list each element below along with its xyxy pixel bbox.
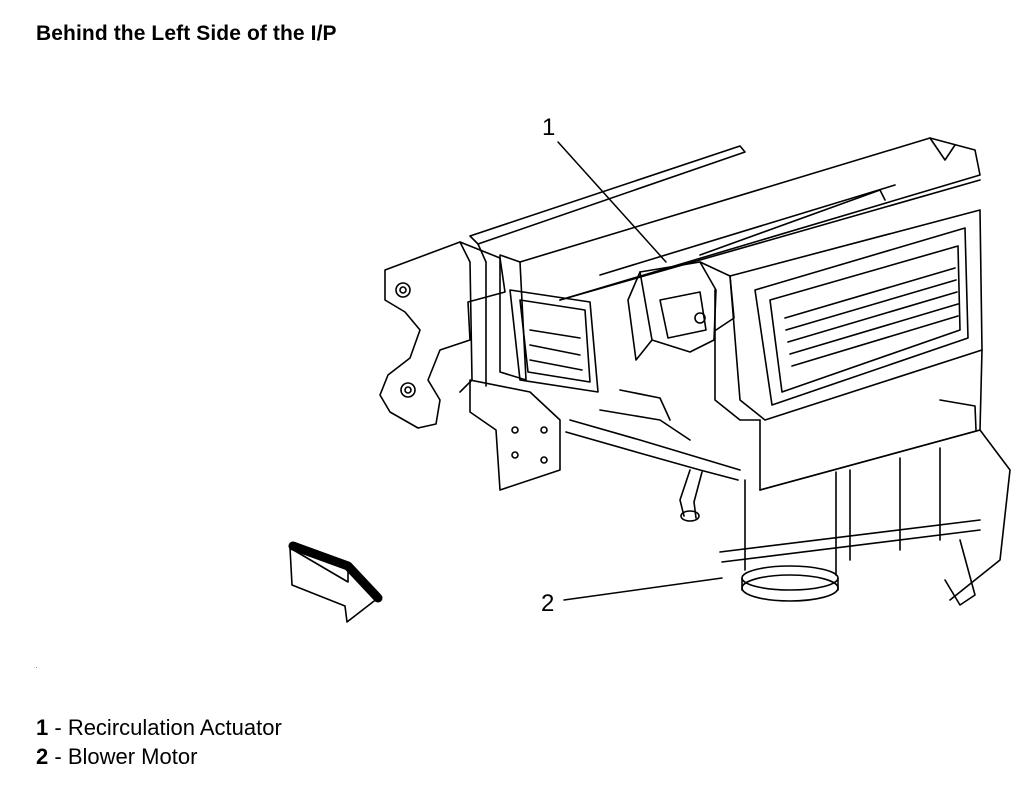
legend-item-1-label: Recirculation Actuator: [67, 715, 282, 740]
stray-mark: [36, 667, 37, 668]
legend-item-2-separator: -: [48, 744, 68, 769]
blower-motor: [719, 399, 1011, 606]
hvac-housing: [714, 209, 983, 491]
legend-item-1-number: 1: [36, 715, 49, 740]
cross-car-beam: [469, 137, 981, 301]
legend-item-2-label: Blower Motor: [67, 744, 198, 769]
wiring-harness: [565, 389, 741, 522]
leader-line-2: [563, 577, 723, 601]
legend-item-1: 1 - Recirculation Actuator: [36, 713, 282, 742]
forward-direction-arrow: [288, 541, 383, 623]
parts-legend: 1 - Recirculation Actuator 2 - Blower Mo…: [36, 713, 282, 771]
left-duct-outlet: [509, 289, 599, 393]
center-bracket: [469, 254, 561, 491]
callout-1-number: 1: [542, 114, 556, 141]
leader-lines: [557, 141, 723, 601]
left-mounting-bracket: [379, 241, 506, 429]
callout-2-number: 2: [541, 590, 555, 617]
leader-line-1: [557, 141, 667, 263]
legend-item-1-separator: -: [48, 715, 68, 740]
legend-item-2: 2 - Blower Motor: [36, 742, 282, 771]
legend-item-2-number: 2: [36, 744, 49, 769]
page-title: Behind the Left Side of the I/P: [36, 22, 337, 45]
